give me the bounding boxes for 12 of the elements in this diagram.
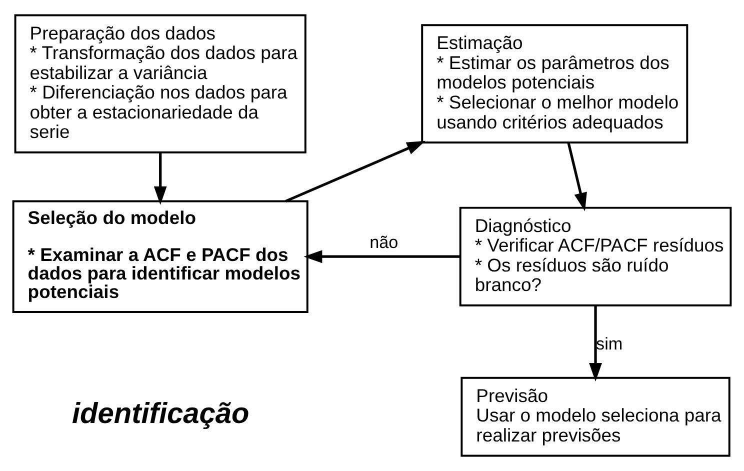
arrow (154, 152, 167, 205)
node-box: Previsão Usar o modelo seleciona para realizar previsões (460, 376, 730, 457)
node-box: Seleção do modelo * Examinar a ACF e PACF dos dados para identificar modelos potenciais (12, 200, 308, 313)
edge-label: não (370, 232, 398, 252)
label: identificação (72, 398, 250, 430)
node-box: Estimação * Estimar os parâmetros dos modelos potenciais * Selecionar o melhor modelo usando critérios adequados (421, 24, 688, 144)
node-box: Diagnóstico * Verificar ACF/PACF resíduos * Os resíduos são ruído branco? (459, 206, 732, 306)
arrow (567, 142, 587, 212)
arrow (589, 306, 602, 382)
node-box: Preparação dos dados * Transformação dos dados para estabilizar a variância * Diferenciação nos dados para obter a estacionariedade da serie (14, 14, 306, 154)
arrow (285, 140, 426, 202)
arrow (304, 250, 460, 264)
